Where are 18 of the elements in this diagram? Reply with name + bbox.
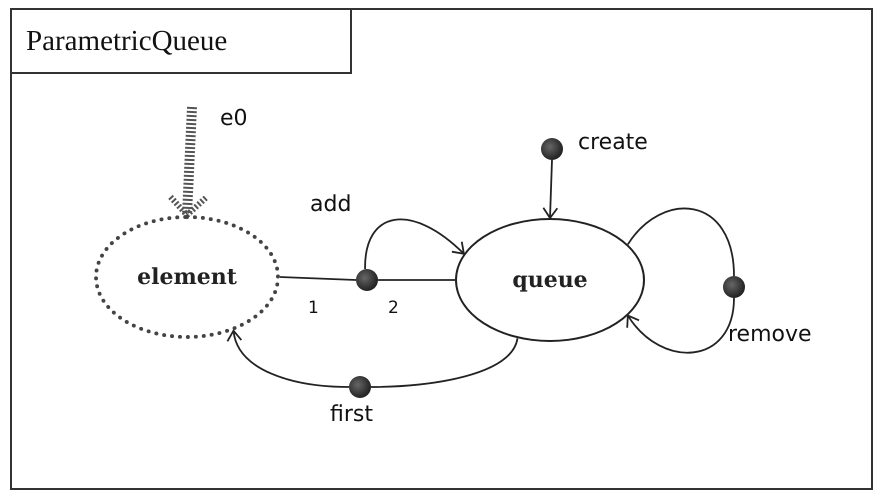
connector-arrow [166, 106, 209, 218]
port-dot [356, 269, 378, 291]
connector-arrow [364, 218, 465, 270]
connector-arrow [626, 298, 735, 354]
operation-label: create [578, 130, 648, 155]
ellipse-node [455, 218, 645, 342]
operation-label: remove [728, 322, 812, 347]
port-dot [541, 138, 563, 160]
operation-label: first [330, 402, 373, 427]
port-dot [349, 376, 371, 398]
port-dot [723, 276, 745, 298]
node-label: queue [512, 267, 588, 293]
connector-arrow [542, 160, 558, 219]
node-label: element [137, 264, 237, 290]
dotted-ellipse-node [94, 215, 280, 339]
connector-arrow [228, 330, 350, 388]
diagram-frame [10, 8, 873, 490]
node-heading: ParametricQueue [12, 10, 352, 74]
